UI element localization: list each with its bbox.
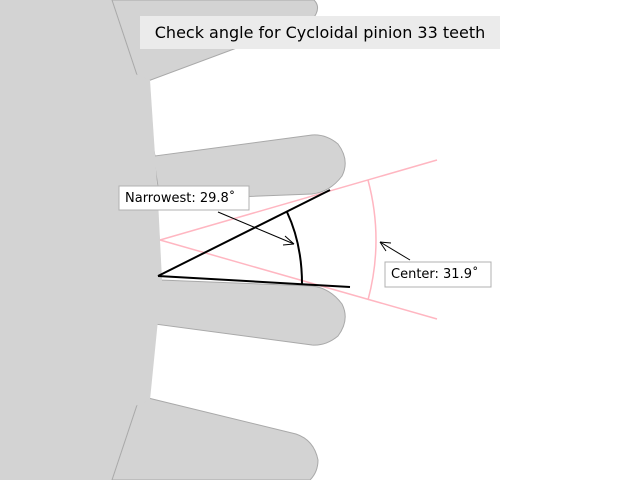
narrowest-label: Narrowest: 29.8˚: [125, 190, 235, 206]
narrow-ray-upper: [157, 189, 331, 277]
center-label: Center: 31.9˚: [391, 266, 478, 282]
narrow-ray-lower: [157, 275, 351, 288]
gear-tooth-lower: [147, 279, 346, 361]
center-annotation: Center: 31.9˚: [379, 241, 492, 288]
center-angle-lines: [159, 159, 438, 320]
narrowest-arrow: [217, 211, 295, 245]
center-arrow: [379, 241, 411, 261]
narrowest-angle-lines: [157, 189, 351, 288]
gear-tooth-upper: [147, 119, 346, 201]
narrowest-annotation: Narrowest: 29.8˚: [118, 185, 295, 246]
center-arc: [367, 179, 377, 301]
gear-tooth-bottom: [111, 395, 319, 480]
diagram-title: Check angle for Cycloidal pinion 33 teet…: [155, 23, 486, 42]
center-ray-upper: [159, 159, 438, 241]
narrow-arc: [286, 211, 303, 285]
pinion-gear: [0, 0, 346, 480]
title-badge: Check angle for Cycloidal pinion 33 teet…: [140, 16, 500, 49]
center-ray-lower: [159, 239, 438, 320]
